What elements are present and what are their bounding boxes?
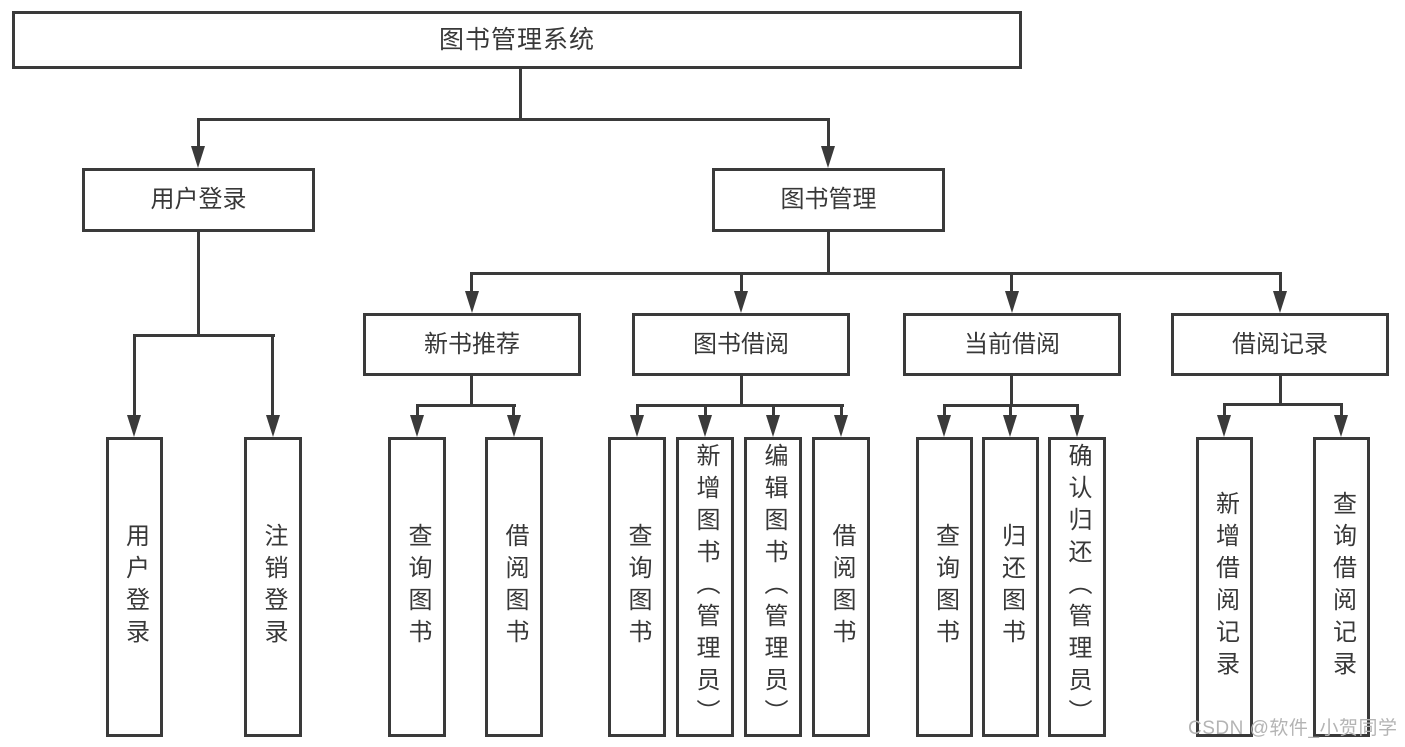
leaf-newbook-query-books: 查询图书 <box>388 437 446 737</box>
node-new-book-recommendation-label: 新书推荐 <box>424 330 520 358</box>
leaf-current-query-books-label: 查询图书 <box>931 523 959 651</box>
connector-leaf-drop <box>1009 404 1012 420</box>
arrowhead-down-icon <box>465 291 479 313</box>
arrowhead-down-icon <box>937 415 951 437</box>
node-book-management-label: 图书管理 <box>780 186 877 213</box>
node-book-borrowing-label: 图书借阅 <box>693 330 789 358</box>
arrowhead-down-icon <box>734 291 748 313</box>
arrowhead-down-icon <box>410 415 424 437</box>
connector-root-stem <box>519 69 522 120</box>
connector-newbook-branch <box>416 404 516 407</box>
leaf-borrow-add-books-admin: 新增图书（管理员） <box>676 437 734 737</box>
leaf-current-return-books: 归还图书 <box>982 437 1039 737</box>
leaf-record-add: 新增借阅记录 <box>1196 437 1253 737</box>
arrowhead-down-icon <box>821 146 835 168</box>
arrowhead-down-icon <box>834 415 848 437</box>
node-root-label: 图书管理系统 <box>438 25 595 54</box>
arrowhead-down-icon <box>630 415 644 437</box>
connector-level3-drop <box>1279 272 1282 294</box>
leaf-borrow-edit-books-admin-label: 编辑图书（管理员） <box>760 443 787 731</box>
connector-user-login-branch <box>133 334 275 337</box>
node-user-login: 用户登录 <box>82 168 315 232</box>
arrowhead-down-icon <box>1003 415 1017 437</box>
leaf-user-login-label: 用户登录 <box>121 523 149 651</box>
node-user-login-label: 用户登录 <box>150 186 247 213</box>
leaf-record-query: 查询借阅记录 <box>1313 437 1370 737</box>
arrowhead-down-icon <box>1217 415 1231 437</box>
connector-records-branch <box>1223 403 1342 406</box>
connector-currentborrow-stem <box>1010 376 1013 406</box>
connector-leaf-drop <box>416 404 419 420</box>
leaf-record-query-label: 查询借阅记录 <box>1328 491 1356 683</box>
leaf-user-login: 用户登录 <box>106 437 163 737</box>
connector-leaf-drop <box>1340 403 1343 420</box>
connector-leaf-drop <box>133 334 136 418</box>
leaf-current-return-books-label: 归还图书 <box>997 523 1025 651</box>
leaf-borrow-borrow-books: 借阅图书 <box>812 437 870 737</box>
arrowhead-down-icon <box>507 415 521 437</box>
arrowhead-down-icon <box>266 415 280 437</box>
connector-user-login-drop <box>197 118 200 148</box>
connector-level3-drop <box>1010 272 1013 294</box>
connector-bookborrow-stem <box>740 376 743 406</box>
connector-user-login-stem <box>197 232 200 337</box>
connector-book-management-drop <box>827 118 830 148</box>
arrowhead-down-icon <box>1334 415 1348 437</box>
node-borrowing-records: 借阅记录 <box>1171 313 1389 376</box>
leaf-newbook-borrow-books: 借阅图书 <box>485 437 543 737</box>
arrowhead-down-icon <box>698 415 712 437</box>
connector-leaf-drop <box>840 404 843 420</box>
arrowhead-down-icon <box>766 415 780 437</box>
connector-level3-drop <box>470 272 473 294</box>
node-book-management: 图书管理 <box>712 168 945 232</box>
connector-leaf-drop <box>1223 403 1226 420</box>
leaf-borrow-query-books: 查询图书 <box>608 437 666 737</box>
leaf-borrow-borrow-books-label: 借阅图书 <box>828 523 855 651</box>
leaf-newbook-borrow-books-label: 借阅图书 <box>501 523 528 651</box>
connector-leaf-drop <box>636 404 639 420</box>
leaf-current-query-books: 查询图书 <box>916 437 973 737</box>
node-current-borrowing: 当前借阅 <box>903 313 1121 376</box>
node-book-borrowing: 图书借阅 <box>632 313 850 376</box>
leaf-current-confirm-return-admin-label: 确认归还（管理员） <box>1064 443 1091 731</box>
connector-records-stem <box>1279 376 1282 405</box>
connector-bookborrow-branch <box>636 404 844 407</box>
leaf-borrow-add-books-admin-label: 新增图书（管理员） <box>692 443 719 731</box>
connector-leaf-drop <box>512 404 515 420</box>
connector-level3-drop <box>740 272 743 294</box>
node-root: 图书管理系统 <box>12 11 1022 69</box>
arrowhead-down-icon <box>1273 291 1287 313</box>
connector-book-management-branch <box>471 272 1282 275</box>
connector-book-management-stem <box>827 232 830 275</box>
node-borrowing-records-label: 借阅记录 <box>1232 330 1328 358</box>
connector-leaf-drop <box>943 404 946 420</box>
leaf-borrow-edit-books-admin: 编辑图书（管理员） <box>744 437 802 737</box>
node-current-borrowing-label: 当前借阅 <box>964 330 1060 358</box>
connector-root-branch <box>197 118 830 121</box>
leaf-current-confirm-return-admin: 确认归还（管理员） <box>1048 437 1106 737</box>
leaf-logout: 注销登录 <box>244 437 302 737</box>
connector-newbook-stem <box>470 376 473 406</box>
leaf-borrow-query-books-label: 查询图书 <box>624 523 651 651</box>
arrowhead-down-icon <box>1070 415 1084 437</box>
leaf-logout-label: 注销登录 <box>260 523 287 651</box>
leaf-record-add-label: 新增借阅记录 <box>1211 491 1239 683</box>
leaf-newbook-query-books-label: 查询图书 <box>404 523 431 651</box>
arrowhead-down-icon <box>191 146 205 168</box>
connector-leaf-drop <box>1076 404 1079 420</box>
connector-leaf-drop <box>271 334 274 418</box>
node-new-book-recommendation: 新书推荐 <box>363 313 581 376</box>
watermark: CSDN @软件_小贺同学 <box>1188 718 1398 739</box>
connector-leaf-drop <box>772 404 775 420</box>
connector-leaf-drop <box>704 404 707 420</box>
arrowhead-down-icon <box>1005 291 1019 313</box>
arrowhead-down-icon <box>127 415 141 437</box>
